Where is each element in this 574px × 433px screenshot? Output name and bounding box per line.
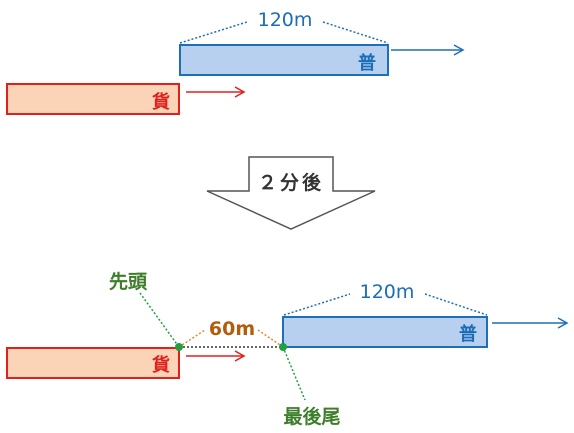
bottom-length-label: 120m	[360, 281, 415, 303]
bottom-scene: 120m 普 貨 60m 先頭 最後尾	[6, 270, 569, 428]
bottom-length-bracket-right	[424, 293, 488, 316]
rear-pointer-line	[282, 346, 306, 401]
bottom-futsu-train	[282, 316, 488, 348]
top-kamotsu-label: 貨	[152, 91, 170, 113]
rear-point	[279, 343, 287, 351]
transition-label: ２分後	[258, 171, 324, 194]
top-length-bracket-right	[322, 21, 389, 44]
transition-arrow: ２分後	[206, 156, 376, 230]
gap-bracket-left	[178, 329, 206, 348]
top-scene: 120m 普 貨	[6, 9, 465, 115]
bottom-kamotsu-label: 貨	[152, 354, 170, 376]
gap-label: 60m	[209, 318, 255, 340]
top-length-bracket	[179, 21, 248, 44]
bottom-futsu-arrow	[492, 317, 569, 329]
bottom-kamotsu-arrow	[186, 350, 246, 362]
front-point	[175, 343, 183, 351]
top-futsu-label: 普	[358, 52, 376, 74]
top-futsu-arrow	[391, 44, 465, 56]
top-futsu-train	[179, 44, 389, 76]
gap-bracket-right	[257, 329, 284, 348]
rear-label: 最後尾	[283, 405, 340, 428]
top-length-label: 120m	[258, 9, 313, 31]
down-arrow-shape	[206, 156, 376, 230]
bottom-kamotsu-train	[6, 347, 180, 379]
bottom-length-bracket	[283, 293, 351, 316]
bottom-futsu-label: 普	[459, 323, 477, 345]
top-kamotsu-train	[6, 83, 180, 115]
front-label: 先頭	[109, 270, 148, 293]
front-pointer-line	[139, 292, 180, 348]
top-kamotsu-arrow	[186, 86, 246, 98]
